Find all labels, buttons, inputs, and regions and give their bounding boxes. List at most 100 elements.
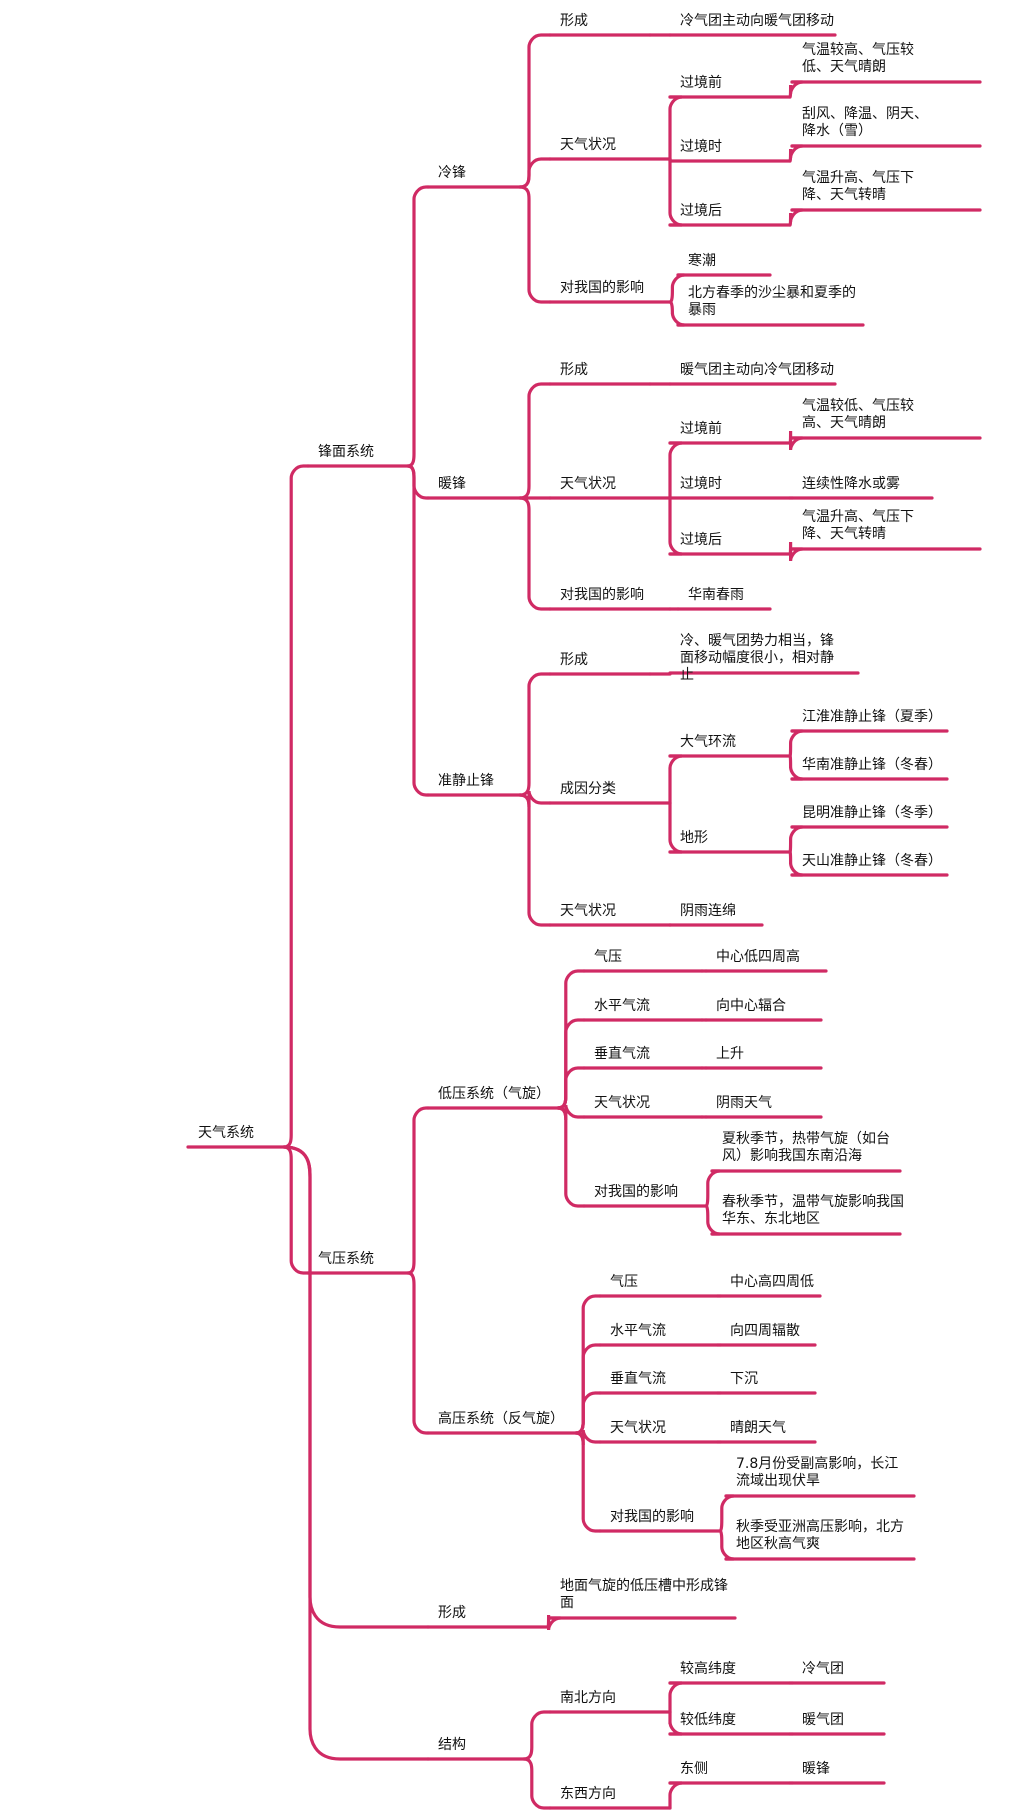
node-n116: 过境时	[680, 139, 722, 155]
node-n110: 冷锋	[438, 165, 466, 181]
node-n138: 过境后	[680, 532, 722, 548]
node-n117: 刮风、降温、阴天、降水（雪）	[802, 106, 928, 139]
branch-connector	[788, 825, 803, 854]
node-n115: 气温较高、气压较低、天气晴朗	[802, 42, 914, 75]
branch-connector	[788, 208, 803, 227]
branch-connector	[668, 95, 683, 161]
node-n151: 形成	[560, 652, 588, 668]
branch-connector	[556, 1018, 586, 1110]
branch-connector	[668, 157, 683, 227]
node-n114: 过境前	[680, 75, 722, 91]
node-n236: 下沉	[730, 1371, 758, 1387]
branch-connector	[556, 1066, 586, 1110]
branch-connector	[788, 80, 803, 99]
node-n135: 气温较低、气压较高、天气晴朗	[802, 398, 914, 431]
node-n200: 气压系统	[318, 1251, 374, 1267]
branch-connector	[788, 850, 803, 877]
branch-connector	[406, 1106, 430, 1275]
node-n131: 形成	[560, 362, 588, 378]
branch-connector	[522, 1710, 552, 1761]
branch-connector	[282, 1145, 430, 1629]
branch-connector	[668, 441, 683, 500]
node-n139: 气温升高、气压下降、天气转晴	[802, 509, 914, 542]
node-n304: 较高纬度	[680, 1661, 736, 1677]
branch-connector	[282, 1145, 310, 1275]
node-n216: 上升	[716, 1046, 744, 1062]
node-n235: 垂直气流	[610, 1371, 666, 1387]
node-n161: 阴雨连绵	[680, 903, 736, 919]
node-n152: 冷、暖气团势力相当，锋面移动幅度很小，相对静止	[680, 633, 834, 683]
node-n136: 过境时	[680, 476, 722, 492]
branch-connector	[518, 382, 552, 500]
branch-connector	[518, 185, 552, 304]
node-n211: 气压	[594, 949, 622, 965]
branch-connector	[406, 185, 430, 468]
node-n153: 成因分类	[560, 781, 616, 797]
node-n213: 水平气流	[594, 998, 650, 1014]
node-n212: 中心低四周高	[716, 949, 800, 965]
node-n113: 天气状况	[560, 137, 616, 153]
node-n150: 准静止锋	[438, 773, 494, 789]
node-n159: 天山准静止锋（冬春）	[802, 853, 942, 869]
node-n310: 暖锋	[802, 1761, 830, 1777]
branch-connector	[788, 729, 803, 758]
node-n232: 中心高四周低	[730, 1274, 814, 1290]
node-n240: 7.8月份受副高影响，长江流域出现伏旱	[736, 1456, 899, 1489]
branch-connector	[574, 1391, 602, 1435]
branch-connector	[788, 430, 803, 451]
branch-connector	[282, 464, 310, 1149]
branch-connector	[406, 464, 430, 500]
node-n218: 阴雨天气	[716, 1095, 772, 1111]
node-n155: 江淮准静止锋（夏季）	[802, 709, 942, 725]
node-n121: 寒潮	[688, 253, 716, 269]
branch-connector	[668, 496, 683, 556]
node-n233: 水平气流	[610, 1323, 666, 1339]
node-n160: 天气状况	[560, 903, 616, 919]
branch-connector	[668, 801, 683, 854]
node-n214: 向中心辐合	[716, 998, 786, 1014]
node-n308: 东西方向	[560, 1786, 616, 1802]
node-n231: 气压	[610, 1274, 638, 1290]
branch-connector	[704, 1204, 720, 1236]
branch-connector	[574, 1294, 602, 1435]
node-n301: 地面气旋的低压槽中形成锋面	[560, 1578, 728, 1611]
node-n157: 地形	[680, 830, 708, 846]
node-n303: 南北方向	[560, 1690, 616, 1706]
node-n000: 天气系统	[198, 1125, 254, 1141]
node-n132: 暖气团主动向冷气团移动	[680, 362, 834, 378]
node-n237: 天气状况	[610, 1420, 666, 1436]
branch-connector	[718, 1494, 734, 1533]
node-n112: 冷气团主动向暖气团移动	[680, 13, 834, 29]
node-n302: 结构	[438, 1737, 466, 1753]
branch-connector	[668, 1710, 683, 1736]
node-n238: 晴朗天气	[730, 1420, 786, 1436]
branch-connector	[556, 1106, 586, 1208]
node-n141: 华南春雨	[688, 587, 744, 603]
node-n306: 较低纬度	[680, 1712, 736, 1728]
branch-connector	[518, 157, 552, 189]
branch-connector	[518, 33, 552, 189]
node-n210: 低压系统（气旋）	[438, 1086, 550, 1102]
node-n111: 形成	[560, 13, 588, 29]
branch-connector	[668, 754, 683, 805]
node-n130: 暖锋	[438, 476, 466, 492]
node-n219: 对我国的影响	[594, 1184, 678, 1200]
node-n230: 高压系统（反气旋）	[438, 1411, 564, 1427]
node-n221: 春秋季节，温带气旋影响我国华东、东北地区	[722, 1194, 904, 1227]
node-n140: 对我国的影响	[560, 587, 644, 603]
branch-connector	[282, 1145, 430, 1761]
branch-connector	[574, 1343, 602, 1435]
branch-connector	[574, 1431, 602, 1533]
branch-connector	[546, 1614, 561, 1631]
branch-connector	[556, 969, 586, 1110]
node-n239: 对我国的影响	[610, 1509, 694, 1525]
node-n220: 夏秋季节，热带气旋（如台风）影响我国东南沿海	[722, 1131, 890, 1164]
branch-connector	[668, 300, 685, 327]
branch-connector	[668, 1781, 683, 1810]
branch-connector	[718, 1529, 734, 1561]
branch-connector	[522, 1757, 552, 1810]
node-n309: 东侧	[680, 1761, 708, 1777]
node-n241: 秋季受亚洲高压影响，北方地区秋高气爽	[736, 1519, 904, 1552]
branch-connector	[788, 541, 803, 562]
